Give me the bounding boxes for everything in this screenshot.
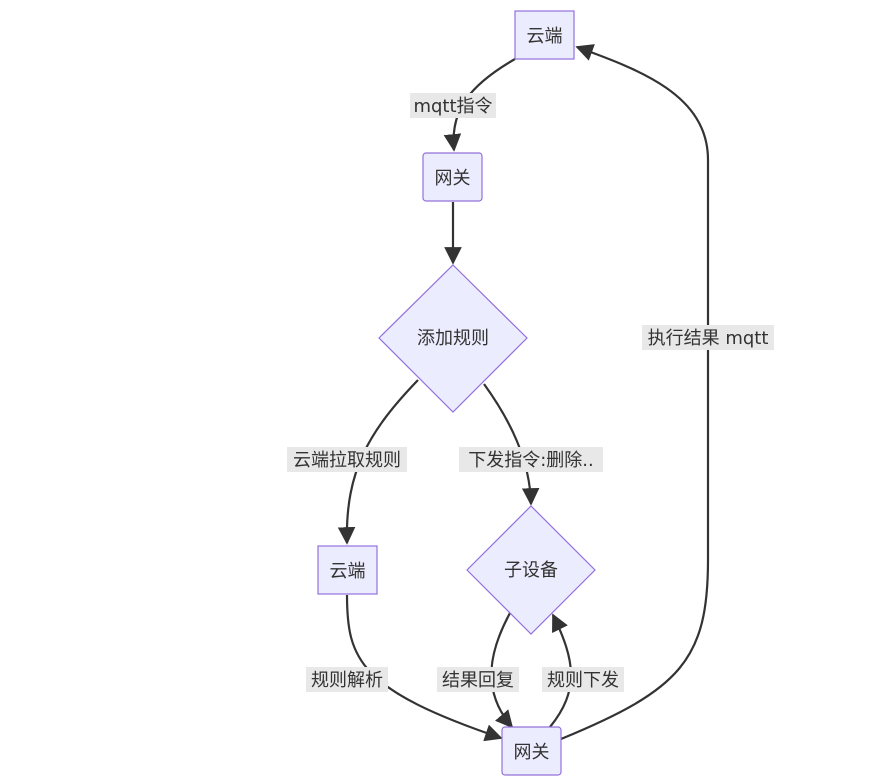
node-cloud-mid[interactable]: 云端 [317,545,378,595]
edge-add-rule-to-sub-device [483,383,540,506]
svg-text:mqtt指令: mqtt指令 [413,96,492,117]
edge-label-result-reply: 结果回复 [437,667,519,692]
edge-gateway-to-cloud-result [560,44,710,741]
node-sub-device-decision[interactable]: 子设备 [466,505,596,635]
svg-text:云端: 云端 [330,561,366,582]
edge-cloud-to-gateway-bottom [345,594,503,742]
edge-label-rule-parse: 规则解析 [306,667,388,692]
node-gateway-bottom[interactable]: 网关 [501,726,562,776]
node-gateway-top[interactable]: 网关 [422,152,483,202]
svg-text:网关: 网关 [435,168,471,189]
edge-label-send-command-delete: 下发指令:删除.. [459,447,603,472]
svg-text:下发指令:删除..: 下发指令:删除.. [468,450,594,471]
edge-label-rule-deliver: 规则下发 [542,667,624,692]
node-add-rule-decision[interactable]: 添加规则 [378,264,528,413]
svg-text:云端拉取规则: 云端拉取规则 [293,450,401,471]
svg-text:网关: 网关 [514,742,550,763]
edge-label-mqtt-command: mqtt指令 [410,93,496,118]
edge-label-exec-result-mqtt: 执行结果 mqtt [642,325,774,350]
node-cloud-top[interactable]: 云端 [514,10,575,60]
svg-text:子设备: 子设备 [504,560,558,581]
svg-text:规则下发: 规则下发 [547,670,619,691]
svg-text:添加规则: 添加规则 [417,328,489,349]
svg-text:执行结果 mqtt: 执行结果 mqtt [648,328,769,349]
svg-text:规则解析: 规则解析 [311,670,383,691]
edge-label-cloud-pull-rules: 云端拉取规则 [287,447,407,472]
svg-text:云端: 云端 [527,26,563,47]
svg-text:结果回复: 结果回复 [442,670,514,691]
